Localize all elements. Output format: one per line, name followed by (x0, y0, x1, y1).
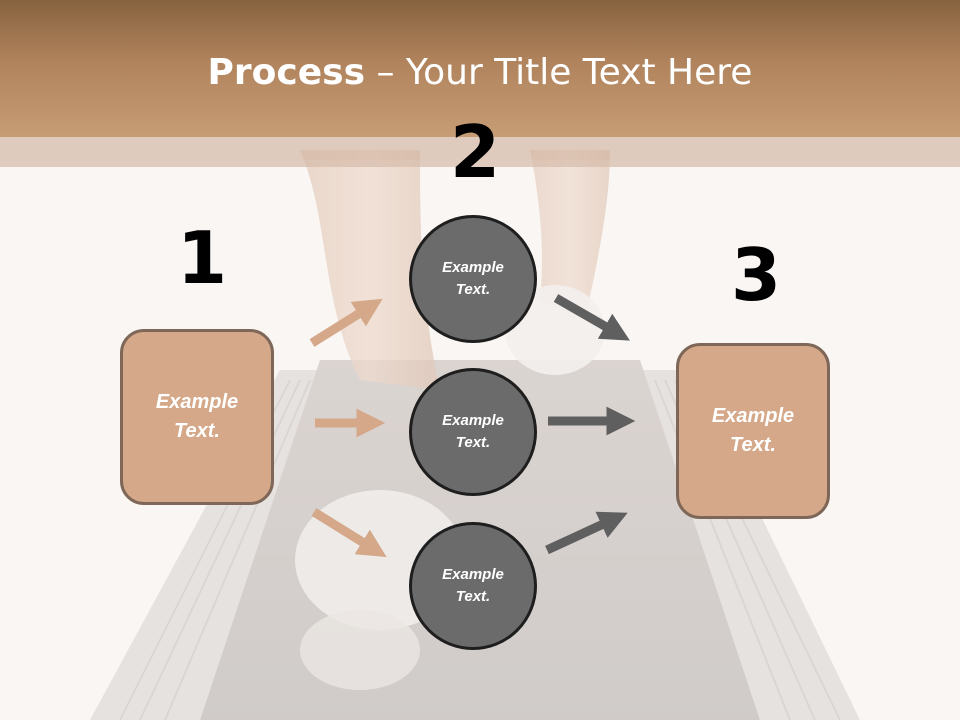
step-1-box: Example Text. (120, 329, 274, 505)
title-bar (0, 0, 960, 137)
step-2-circle-middle: Example Text. (409, 368, 537, 496)
arrow-1-to-2-top (309, 298, 383, 347)
step-number-2: 2 (450, 110, 501, 194)
step-3-box: Example Text. (676, 343, 830, 519)
step-number-3: 3 (731, 233, 782, 317)
step-1-text: Example Text. (155, 391, 239, 442)
step-3-text: Example Text. (711, 405, 795, 456)
step-number-1: 1 (177, 216, 228, 300)
step-2-circle-middle-text: Example Text. (442, 411, 504, 452)
arrow-2-to-3-top (553, 294, 630, 341)
step-2-circle-top-text: Example Text. (442, 258, 504, 299)
arrow-1-to-2-bottom (311, 508, 387, 558)
title-bar-strip (0, 137, 960, 167)
step-2-circle-top: Example Text. (409, 215, 537, 343)
slide-title-rest: – Your Title Text Here (365, 52, 753, 93)
slide-title: Process – Your Title Text Here (0, 52, 960, 93)
step-2-circle-bottom: Example Text. (409, 522, 537, 650)
arrow-2-to-3-bottom (545, 511, 628, 555)
step-2-circle-bottom-text: Example Text. (442, 565, 504, 606)
slide-title-bold: Process (207, 52, 366, 93)
